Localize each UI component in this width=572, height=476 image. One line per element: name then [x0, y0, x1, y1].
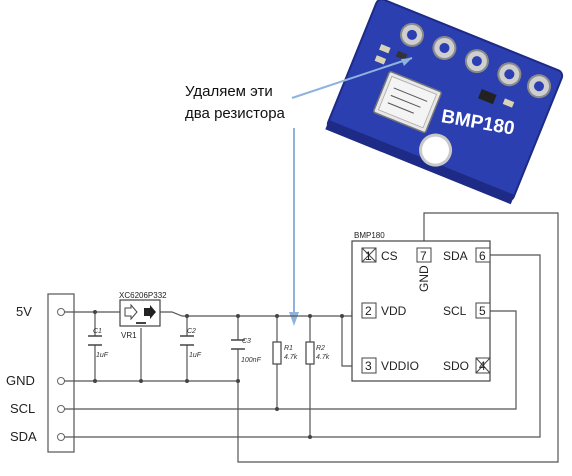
resistor-r1 — [272, 341, 282, 365]
regulator-input-arrow-icon — [124, 303, 138, 321]
junction-dots — [93, 310, 344, 439]
pin-name-cs: CS — [381, 249, 398, 263]
connector-label-scl: SCL — [10, 401, 35, 416]
pin-name-gnd: GND — [417, 265, 431, 292]
annotation-arrow-head — [289, 312, 299, 326]
pin-box-5 — [475, 302, 491, 319]
pin-name-vddio: VDDIO — [381, 359, 419, 373]
pin-num-1: 1 — [365, 249, 372, 263]
pcb-shadow-edge — [325, 120, 515, 205]
mounting-hole — [419, 133, 453, 167]
pin-box-2 — [361, 302, 377, 319]
capacitor-c3 — [231, 339, 245, 350]
capacitor-c1 — [88, 335, 102, 346]
connector-block — [47, 293, 75, 453]
regulator-part: XC6206P332 — [119, 291, 167, 300]
pin-num-4: 4 — [479, 359, 486, 373]
pin-num-6: 6 — [479, 249, 486, 263]
regulator-output-arrow-icon — [144, 305, 156, 319]
c1-ref: C1 — [93, 328, 102, 335]
pin-name-scl: SCL — [443, 304, 467, 318]
pin-name-vdd: VDD — [381, 304, 407, 318]
pin-num-5: 5 — [479, 304, 486, 318]
bmp180-module-photo: BMP180 — [325, 0, 564, 205]
capacitor-c2 — [180, 335, 194, 346]
regulator-vr1 — [119, 299, 161, 327]
annotation-pointer-head-top — [401, 58, 412, 66]
header-holes — [399, 22, 552, 99]
c1-value: 1uF — [96, 352, 109, 359]
pin-num-3: 3 — [365, 359, 372, 373]
c3-ref: C3 — [242, 338, 251, 345]
annotation-pointer-to-module — [291, 57, 413, 99]
c3-value: 100nF — [241, 357, 262, 364]
r1-value: 4.7k — [284, 354, 298, 361]
wires — [64, 212, 559, 463]
chip-title: BMP180 — [354, 231, 385, 240]
pin-box-7 — [416, 247, 432, 263]
pin-name-sdo: SDO — [443, 359, 469, 373]
pin-name-sda: SDA — [443, 249, 468, 263]
sensor-chip — [373, 71, 442, 134]
smd-parts — [374, 44, 515, 108]
connector-label-gnd: GND — [6, 373, 35, 388]
resistor-r2 — [305, 341, 315, 365]
pin-num-7: 7 — [420, 249, 427, 263]
regulator-ref: VR1 — [121, 331, 137, 340]
pin-num-2: 2 — [365, 304, 372, 318]
r2-ref: R2 — [316, 345, 325, 352]
connector-label-5v: 5V — [16, 304, 32, 319]
connector-label-sda: SDA — [10, 429, 37, 444]
annotation-line-2: два резистора — [185, 105, 286, 122]
pin-box-6 — [475, 247, 491, 263]
c2-value: 1uF — [189, 352, 202, 359]
annotation-line-1: Удаляем эти — [185, 83, 273, 100]
c2-ref: C2 — [187, 328, 196, 335]
r1-ref: R1 — [284, 345, 293, 352]
pin-box-3 — [361, 357, 377, 374]
r2-value: 4.7k — [316, 354, 330, 361]
